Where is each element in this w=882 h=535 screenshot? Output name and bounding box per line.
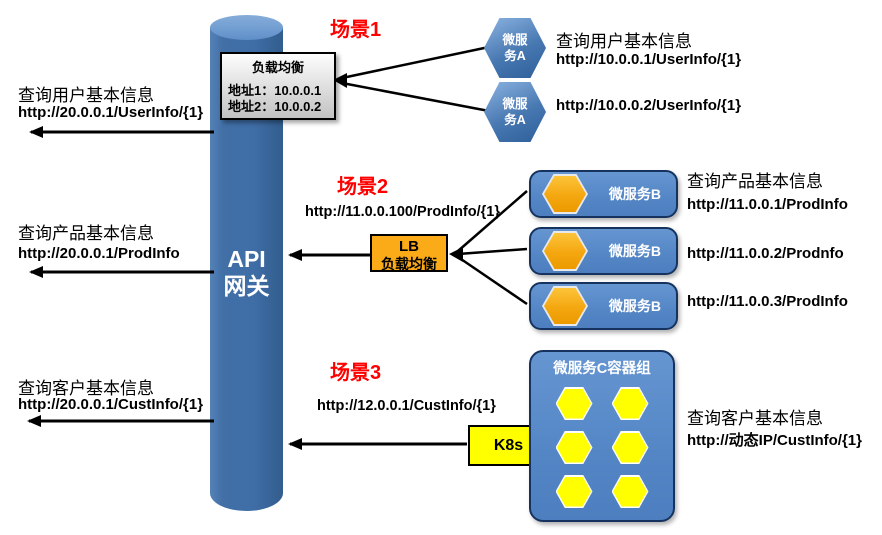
s1-service-a2-hexagon: 微服 务A [484,82,546,142]
scene2-title: 场景2 [337,176,389,198]
s2-service-b1-hexagon-fill [544,176,586,212]
s2-service-b2-hexagon-icon [542,231,588,271]
s2-right-url2: http://11.0.0.2/Prodnfo [687,245,844,262]
s2-service-b3-hexagon-fill [544,288,586,324]
s2-service-b3-box: 微服务B [529,282,678,330]
arrowhead-s2-into-lb [449,247,463,262]
line-s2-service-b3-to-lb [457,255,528,306]
s2-service-b3-label: 微服务B [608,298,661,314]
scene1-title: 场景1 [330,19,382,41]
s2-left-caption: 查询产品基本信息 [18,224,154,243]
s2-service-b2-hexagon-fill [544,233,586,269]
s1-left-caption: 查询用户基本信息 [18,86,154,105]
api-gateway-label: API 网关 [210,246,283,300]
s1-right-url1: http://10.0.0.1/UserInfo/{1} [556,51,742,68]
api-gateway-cylinder-top [210,15,283,40]
s2-service-b1-box: 微服务B [529,170,678,218]
container-hexagon [555,431,593,464]
s3-container-group-title: 微服务C容器组 [553,361,651,377]
s1-lb-address1: 地址1：10.0.0.1 [228,83,322,98]
container-hexagon [611,431,649,464]
s3-container-group-box: 微服务C容器组 [529,350,675,522]
s2-lb-label-line1: LB [399,238,419,255]
api-gateway-label-line2: 网关 [223,273,270,300]
s1-service-a2-label-line2: 务A [504,113,526,127]
s1-right-url2: http://10.0.0.2/UserInfo/{1} [556,97,742,114]
s2-lb-label-line2: 负载均衡 [381,256,437,273]
s2-right-url3: http://11.0.0.3/ProdInfo [687,293,848,310]
s2-lb-box: LB 负载均衡 [370,234,448,272]
s2-left-url: http://20.0.0.1/ProdInfo [18,245,180,262]
line-s2-service-b1-to-lb [457,190,528,252]
line-s2-service-b2-to-lb [457,247,528,256]
s2-request-url: http://11.0.0.100/ProdInfo/{1} [305,204,500,220]
s3-request-url: http://12.0.0.1/CustInfo/{1} [317,398,496,414]
container-hexagon [611,475,649,508]
s1-lb-title: 负载均衡 [251,60,304,75]
container-hexagon [555,387,593,420]
s2-service-b2-box: 微服务B [529,227,678,275]
s1-right-caption: 查询用户基本信息 [556,32,692,51]
s2-service-b1-label: 微服务B [608,186,661,202]
s1-service-a2-label-line1: 微服 [502,96,528,111]
s2-service-b1-hexagon-icon [542,174,588,214]
s1-lb-address2: 地址2：10.0.0.2 [228,98,322,114]
s1-service-a1-hexagon: 微服 务A [484,18,546,78]
s2-right-url1: http://11.0.0.1/ProdInfo [687,196,848,213]
api-gateway-label-line1: API [227,246,266,272]
s3-container-hexagon-grid [531,387,673,508]
s1-load-balancer-box: 负载均衡 地址1：10.0.0.1 地址2：10.0.0.2 [220,52,336,120]
s3-k8s-label: K8s [493,436,524,454]
s1-left-url: http://20.0.0.1/UserInfo/{1} [18,104,204,121]
container-hexagon [555,475,593,508]
s1-service-a1-label-line2: 务A [504,49,526,63]
s1-service-a1-label-line1: 微服 [502,32,528,47]
scene3-title: 场景3 [330,362,382,384]
s3-left-url: http://20.0.0.1/CustInfo/{1} [18,396,204,413]
s3-left-caption: 查询客户基本信息 [18,379,154,398]
line-s1-service-a2-to-lb [341,81,490,113]
line-s1-service-a1-to-lb [341,45,490,80]
s2-service-b2-label: 微服务B [608,243,661,259]
s3-right-caption: 查询客户基本信息 [687,409,823,428]
s2-right-caption: 查询产品基本信息 [687,172,823,191]
s2-service-b3-hexagon-icon [542,286,588,326]
s3-right-url: http://动态IP/CustInfo/{1} [687,432,862,449]
container-hexagon [611,387,649,420]
